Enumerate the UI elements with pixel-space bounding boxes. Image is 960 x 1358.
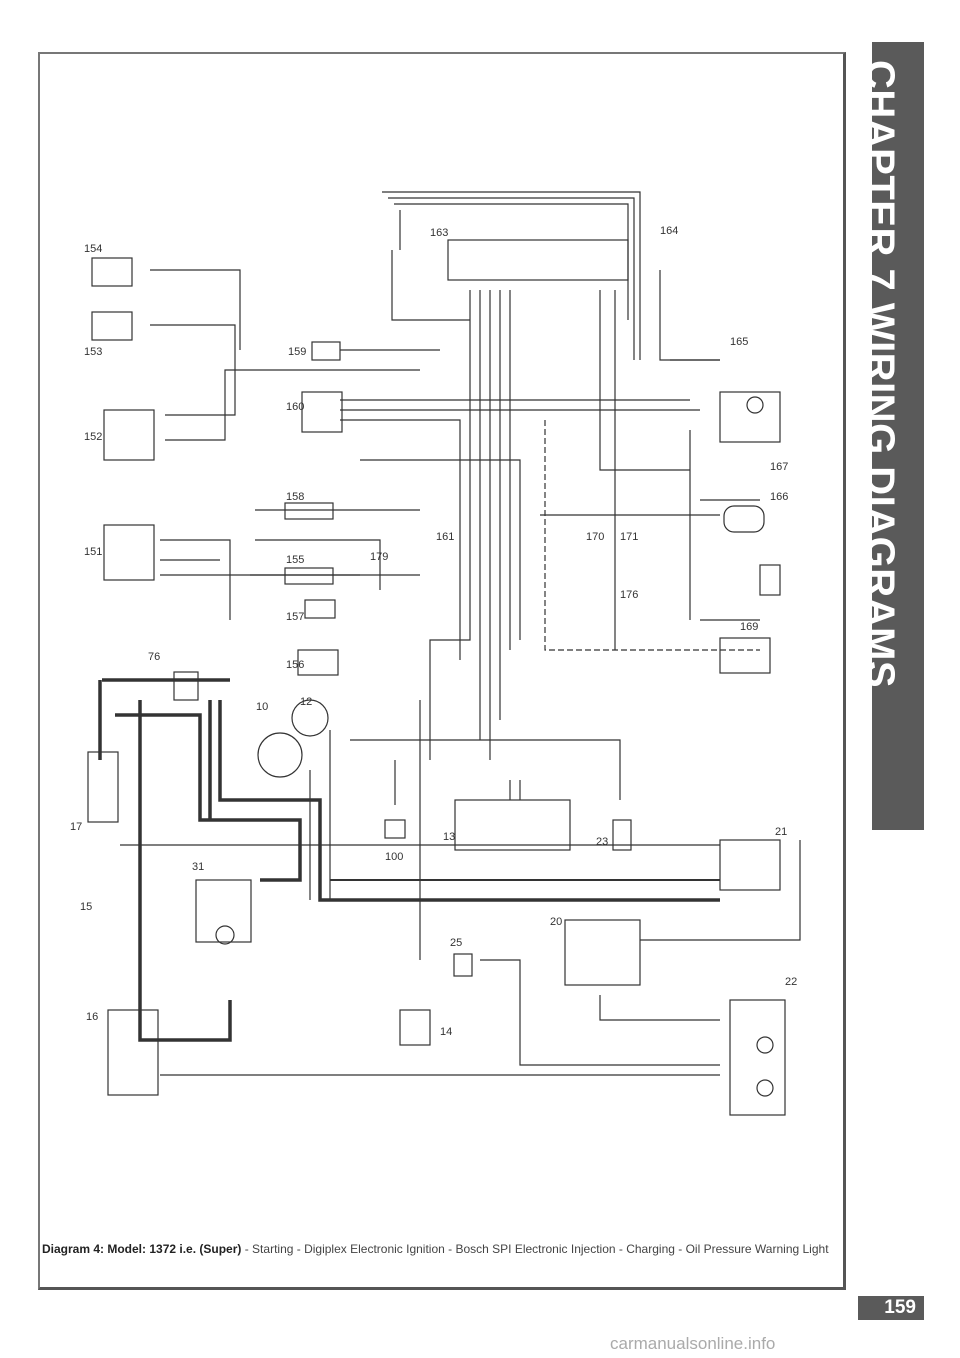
label-10: 10 [256, 701, 268, 713]
page-frame [38, 52, 846, 1290]
diagram-caption: Diagram 4: Model: 1372 i.e. (Super) - St… [42, 1240, 832, 1258]
label-17: 17 [70, 821, 82, 833]
label-14: 14 [440, 1026, 452, 1038]
label-12: 12 [300, 696, 312, 708]
label-76: 76 [148, 651, 160, 663]
label-165: 165 [730, 336, 748, 348]
caption-text: - Starting - Digiplex Electronic Ignitio… [241, 1242, 829, 1256]
label-23: 23 [596, 836, 608, 848]
label-15: 15 [80, 901, 92, 913]
label-13: 13 [443, 831, 455, 843]
label-156: 156 [286, 659, 304, 671]
label-161: 161 [436, 531, 454, 543]
label-166: 166 [770, 491, 788, 503]
label-157: 157 [286, 611, 304, 623]
label-151: 151 [84, 546, 102, 558]
label-169: 169 [740, 621, 758, 633]
page-number: 159 [858, 1296, 924, 1320]
label-31: 31 [192, 861, 204, 873]
label-100: 100 [385, 851, 403, 863]
label-163: 163 [430, 227, 448, 239]
label-155: 155 [286, 554, 304, 566]
label-152: 152 [84, 431, 102, 443]
label-170: 170 [586, 531, 604, 543]
label-179: 179 [370, 551, 388, 563]
watermark: carmanualsonline.info [610, 1334, 776, 1353]
label-160: 160 [286, 401, 304, 413]
label-167: 167 [770, 461, 788, 473]
label-25: 25 [450, 937, 462, 949]
label-158: 158 [286, 491, 304, 503]
label-159: 159 [288, 346, 306, 358]
label-21: 21 [775, 826, 787, 838]
label-171: 171 [620, 531, 638, 543]
label-176: 176 [620, 589, 638, 601]
caption-title: Diagram 4: Model: 1372 i.e. (Super) [42, 1242, 242, 1256]
label-20: 20 [550, 916, 562, 928]
label-153: 153 [84, 346, 102, 358]
label-154: 154 [84, 243, 102, 255]
label-16: 16 [86, 1011, 98, 1023]
chapter-tab [872, 42, 924, 830]
label-164: 164 [660, 225, 678, 237]
label-22: 22 [785, 976, 797, 988]
